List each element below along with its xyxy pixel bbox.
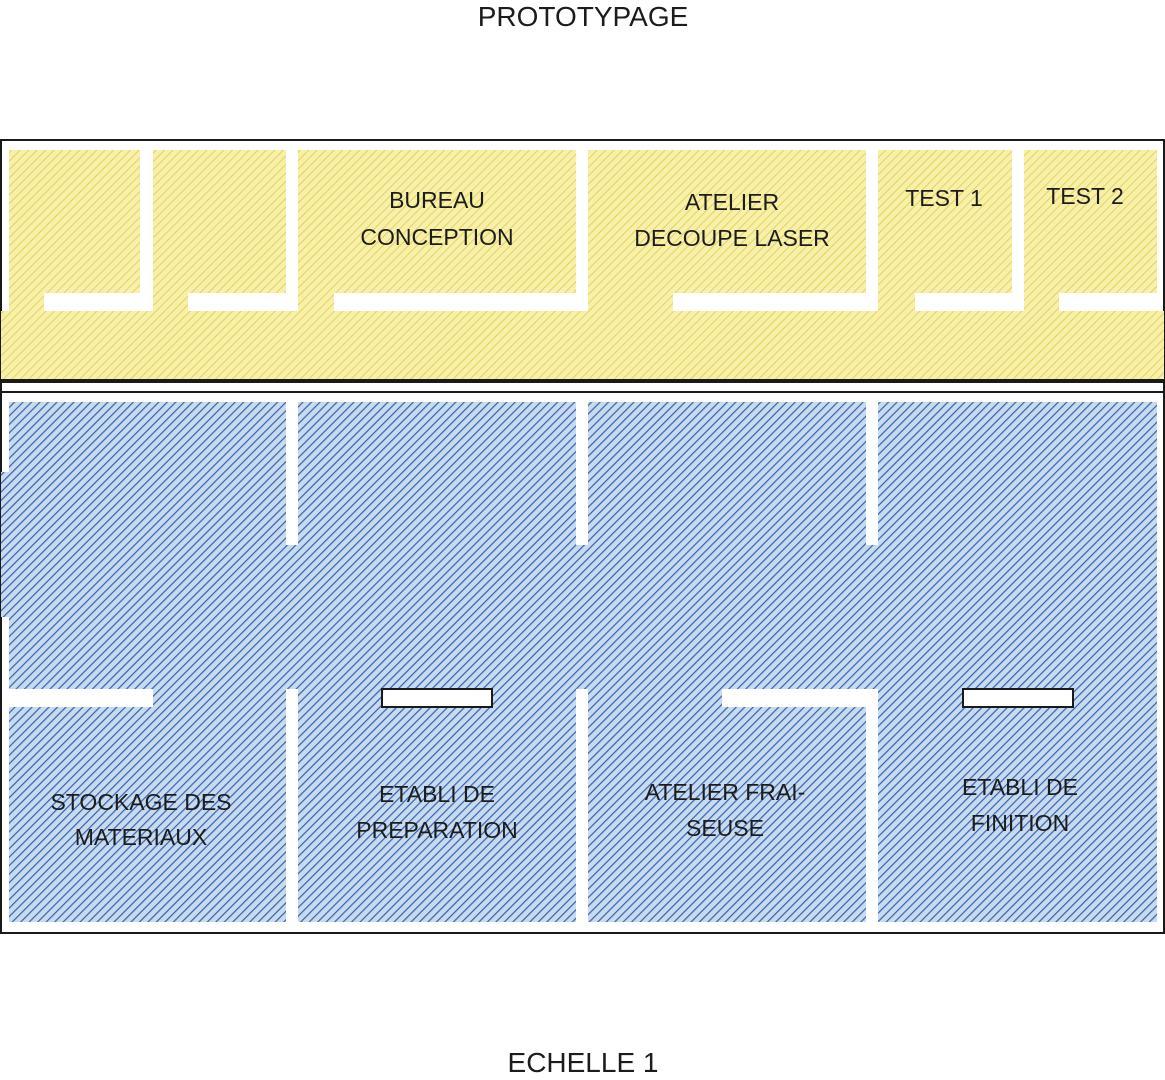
room-label-line1: TEST 2 xyxy=(1046,183,1124,209)
room-label-line1: BUREAU xyxy=(389,187,485,213)
room-label-line2: DECOUPE LASER xyxy=(634,225,830,251)
room-label-line1: TEST 1 xyxy=(905,185,983,211)
room-stockage-materiaux: STOCKAGE DES MATERIAUX xyxy=(50,789,231,850)
room-label-line2: MATERIAUX xyxy=(75,824,207,850)
scale-label: ECHELLE 1 xyxy=(508,1047,659,1078)
room-label-line1: ATELIER xyxy=(685,189,779,215)
diagram-title: PROTOTYPAGE xyxy=(478,1,689,32)
room-atelier-fraiseuse: ATELIER FRAI- SEUSE xyxy=(645,779,806,841)
room-label-line1: ETABLI DE xyxy=(379,781,495,807)
room-label-line2: SEUSE xyxy=(686,815,764,841)
bottom-zone-floor xyxy=(1,402,1164,922)
room-etabli-finition: ETABLI DE FINITION xyxy=(962,774,1078,836)
top-zone xyxy=(0,139,1165,391)
bottom-zone xyxy=(0,391,1165,934)
room-label-line2: CONCEPTION xyxy=(360,224,513,250)
room-label-line1: STOCKAGE DES xyxy=(50,789,231,815)
room-label-line2: PREPARATION xyxy=(356,817,517,843)
room-label-line1: ATELIER FRAI- xyxy=(645,779,806,805)
room-label-line1: ETABLI DE xyxy=(962,774,1078,800)
top-zone-floor xyxy=(1,150,1164,380)
room-atelier-decoupe-laser: ATELIER DECOUPE LASER xyxy=(634,189,830,251)
room-test-1: TEST 1 xyxy=(905,185,983,211)
room-test-2: TEST 2 xyxy=(1046,183,1124,209)
room-etabli-preparation: ETABLI DE PREPARATION xyxy=(356,781,517,843)
room-label-line2: FINITION xyxy=(971,810,1069,836)
room-bureau-conception: BUREAU CONCEPTION xyxy=(360,187,513,250)
partition-etabli-finition xyxy=(962,688,1074,708)
partition-etabli-preparation xyxy=(381,688,493,708)
central-wall xyxy=(0,381,1165,393)
